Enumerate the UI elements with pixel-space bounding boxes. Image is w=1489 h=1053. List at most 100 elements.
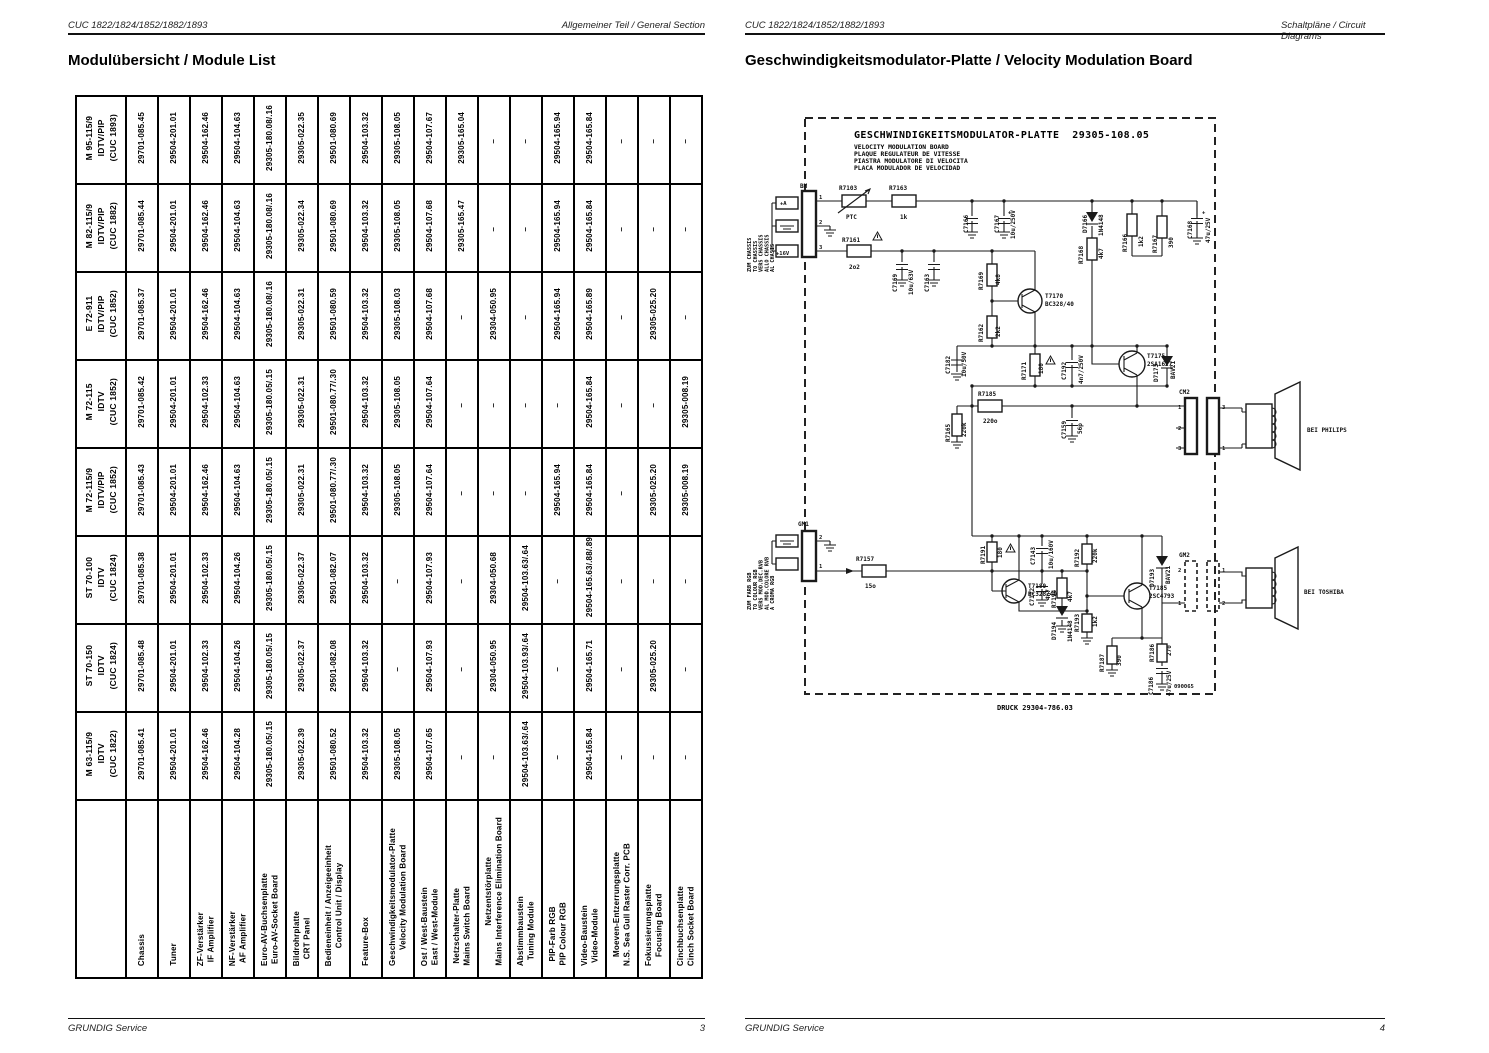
component-label: 1k2 bbox=[1092, 616, 1099, 627]
part-number-cell: 29504-201.01 bbox=[157, 95, 191, 185]
rotated-text: 29305-022.35 bbox=[296, 111, 306, 164]
chassis-model-cell: M 82-115/9 IDTV/PIP (CUC 1882) bbox=[75, 183, 127, 273]
rotated-text: 29504-103.32 bbox=[360, 287, 370, 340]
rotated-text: PIP-Farb RGB PIP Colour RGB bbox=[547, 902, 568, 966]
right-header-section: Schaltpläne / Circuit Diagrams bbox=[1281, 20, 1366, 42]
component-label: BC328/40 bbox=[1028, 591, 1057, 598]
left-page-number: 3 bbox=[699, 1023, 705, 1034]
part-number-cell: 29504-107.64 bbox=[413, 447, 447, 537]
part-number-cell: – bbox=[509, 359, 543, 449]
rotated-text: 29701-085.37 bbox=[136, 287, 146, 340]
rotated-text: 29305-108.05 bbox=[392, 199, 402, 252]
part-number-cell: 29305-025.20 bbox=[637, 271, 671, 361]
component-label: 4n7 bbox=[1045, 589, 1052, 600]
component-label: 390 bbox=[1168, 237, 1175, 248]
part-number-cell: 29305-022.39 bbox=[285, 711, 319, 801]
part-number-cell: 29504-201.01 bbox=[157, 711, 191, 801]
rotated-text: 29504-104.26 bbox=[232, 639, 242, 692]
rotated-text: – bbox=[648, 579, 658, 584]
part-number-cell: 29501-080.77/.30 bbox=[317, 359, 351, 449]
component-label: 180 bbox=[1038, 363, 1045, 374]
part-number-cell: 29304-050.95 bbox=[477, 623, 511, 713]
rotated-text: – bbox=[616, 667, 626, 672]
rotated-text: 29305-022.37 bbox=[296, 551, 306, 604]
part-number-cell: – bbox=[541, 535, 575, 625]
part-number-cell: 29701-085.48 bbox=[125, 623, 159, 713]
part-number-cell: 29504-162.46 bbox=[189, 271, 223, 361]
left-header-model: CUC 1822/1824/1852/1882/1893 bbox=[68, 20, 208, 31]
chassis-model-cell: ST 70-150 IDTV (CUC 1824) bbox=[75, 623, 127, 713]
part-number-cell: 29305-108.05 bbox=[381, 95, 415, 185]
component-label: C7168 bbox=[1187, 221, 1194, 239]
chassis-row: M 95-115/9 IDTV/PIP (CUC 1893)29701-085.… bbox=[75, 95, 703, 185]
rotated-text: – bbox=[552, 755, 562, 760]
part-number-cell: 29504-103.63/.64 bbox=[509, 711, 543, 801]
rotated-text: – bbox=[488, 755, 498, 760]
part-number-cell: 29504-165.84 bbox=[573, 447, 607, 537]
part-number-cell: – bbox=[509, 95, 543, 185]
part-number-cell: 29504-103.32 bbox=[349, 623, 383, 713]
rotated-text: 29701-085.38 bbox=[136, 551, 146, 604]
rotated-text: 29305-025.20 bbox=[648, 639, 658, 692]
part-number-cell: 29305-022.31 bbox=[285, 271, 319, 361]
component-label: 10u/50V bbox=[961, 351, 968, 377]
component-label: PTC bbox=[846, 214, 857, 221]
rotated-text: – bbox=[680, 227, 690, 232]
part-number-cell: 29701-085.43 bbox=[125, 447, 159, 537]
rotated-text: Video-Baustein Video-Module bbox=[579, 905, 600, 966]
part-number-cell: 29501-080.59 bbox=[317, 271, 351, 361]
chassis-connection-note: ZUM CHASSIS TO CHASSIS VERS CHASSIS ALLO… bbox=[747, 234, 777, 272]
rotated-text: 29504-165.89 bbox=[584, 287, 594, 340]
part-number-cell: 29305-108.05 bbox=[381, 447, 415, 537]
rotated-text: – bbox=[488, 403, 498, 408]
rotated-text: 29504-103.32 bbox=[360, 375, 370, 428]
component-label: T7170 bbox=[1045, 293, 1063, 300]
rotated-text: 29305-022.31 bbox=[296, 287, 306, 340]
chassis-row: M 72-115/9 IDTV/PIP (CUC 1852)29701-085.… bbox=[75, 447, 703, 537]
part-number-cell: 29305-008.19 bbox=[669, 359, 703, 449]
component-label: 10u/160V bbox=[1048, 540, 1055, 569]
rotated-text: 29504-162.46 bbox=[200, 727, 210, 780]
rotated-text: 29504-201.01 bbox=[168, 551, 178, 604]
part-number-cell: – bbox=[637, 711, 671, 801]
rotated-text: 29305-022.34 bbox=[296, 199, 306, 252]
rotated-text: Chassis bbox=[136, 933, 146, 966]
component-label: BEI PHILIPS bbox=[1307, 427, 1347, 434]
component-label: T7180 bbox=[1028, 583, 1046, 590]
rotated-text: M 63-115/9 IDTV (CUC 1822) bbox=[84, 729, 118, 778]
component-label: R7191 bbox=[980, 546, 987, 564]
rotated-text: – bbox=[488, 227, 498, 232]
rotated-text: 29504-103.93/.64 bbox=[520, 632, 530, 699]
rotated-text: 29305-180.05/.15 bbox=[264, 632, 274, 699]
part-number-cell: 29305-180.08/.16 bbox=[253, 183, 287, 273]
rotated-text: 29504-107.68 bbox=[424, 287, 434, 340]
part-number-cell: 29504-162.46 bbox=[189, 183, 223, 273]
rotated-text: 29504-201.01 bbox=[168, 463, 178, 516]
rotated-text: – bbox=[456, 403, 466, 408]
rotated-text: – bbox=[552, 579, 562, 584]
rotated-text: 29304-050.68 bbox=[488, 551, 498, 604]
rotated-text: – bbox=[648, 755, 658, 760]
part-number-cell: 29504-162.46 bbox=[189, 711, 223, 801]
module-name-cell: Abstimmbaustein Tuning Module bbox=[509, 799, 543, 979]
rotated-text: 29305-022.31 bbox=[296, 375, 306, 428]
rotated-text: 29504-103.32 bbox=[360, 639, 370, 692]
component-label: R7163 bbox=[889, 185, 907, 192]
component-label: 1 bbox=[1222, 568, 1226, 574]
right-footer-brand: GRUNDIG Service bbox=[745, 1023, 825, 1034]
rotated-text: 29504-162.46 bbox=[200, 463, 210, 516]
component-label: D7173 bbox=[1153, 364, 1160, 382]
rotated-text: 29504-165.94 bbox=[552, 287, 562, 340]
component-label: 4n7/250V bbox=[1078, 355, 1085, 384]
component-label: 1 bbox=[819, 564, 823, 570]
rotated-text: 29305-180.05/.15 bbox=[264, 368, 274, 435]
part-number-cell: – bbox=[605, 183, 639, 273]
rotated-text: – bbox=[392, 579, 402, 584]
rotated-text: 29504-107.64 bbox=[424, 375, 434, 428]
rotated-text: 29504-104.63 bbox=[232, 375, 242, 428]
component-label: 2 bbox=[1222, 601, 1225, 607]
component-label: C7167 bbox=[994, 215, 1001, 233]
rotated-text: 29504-103.63/.64 bbox=[520, 720, 530, 787]
component-label: 10u/250V bbox=[1010, 210, 1017, 239]
